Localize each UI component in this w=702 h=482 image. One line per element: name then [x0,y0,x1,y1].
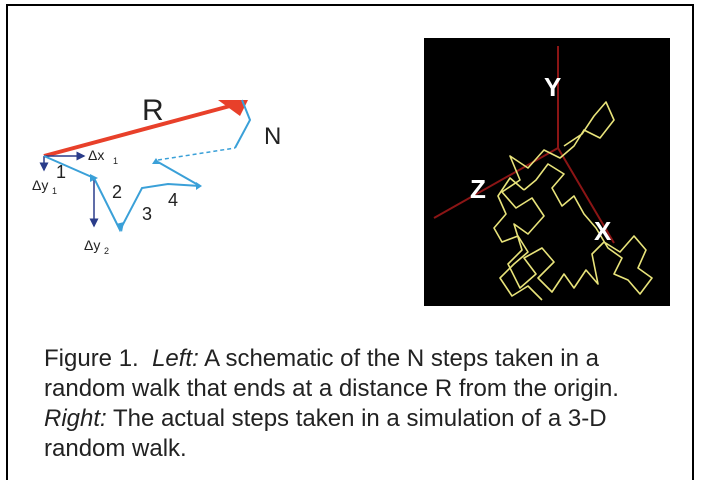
axis-x [557,147,615,244]
label-step-2: 2 [112,182,122,202]
caption-left-text: A schematic of the N steps taken in a ra… [44,345,619,402]
walk-path [501,101,653,295]
walk-final-step [234,99,252,149]
label-n: N [264,123,281,150]
figure-box: R N Δx 1 1 Δy 1 2 3 4 Δy 2 Y Z X [6,4,694,480]
label-step-1: 1 [56,162,66,182]
caption-right-word: Right: [44,405,107,432]
random-walk-simulation: Y Z X [424,38,670,306]
step-arrowhead [196,182,202,190]
resultant-arrowhead [218,100,248,116]
label-dy1: Δy [32,177,48,193]
label-dy1-sub: 1 [52,186,57,196]
label-dx1-sub: 1 [113,156,118,166]
resultant-arrow [43,104,231,158]
label-dy2-sub: 2 [104,246,109,256]
label-step-3: 3 [142,204,152,224]
axis-label-z: Z [470,174,486,204]
label-dx1: Δx [88,147,104,163]
schematic-svg: R N Δx 1 1 Δy 1 2 3 4 Δy 2 [32,94,281,256]
label-step-4: 4 [168,190,178,210]
label-r: R [142,94,164,127]
step-arrowhead [116,222,124,232]
simulation-svg: Y Z X [433,46,653,301]
axis-label-y: Y [544,72,561,102]
caption-left-word: Left: [152,345,199,372]
label-dy2: Δy [84,237,100,253]
caption-right-text: The actual steps taken in a simulation o… [44,405,607,462]
step-arrowhead [152,158,160,164]
step-arrowhead [90,174,98,182]
random-walk-schematic: R N Δx 1 1 Δy 1 2 3 4 Δy 2 [30,86,300,266]
axis-z [433,147,559,219]
walk-gap-dashed [157,147,236,161]
figure-caption: Figure 1. Left: A schematic of the N ste… [44,344,684,464]
walk-path-extra [493,177,543,301]
caption-figure-label: Figure 1. [44,345,139,372]
axis-label-x: X [594,216,612,246]
